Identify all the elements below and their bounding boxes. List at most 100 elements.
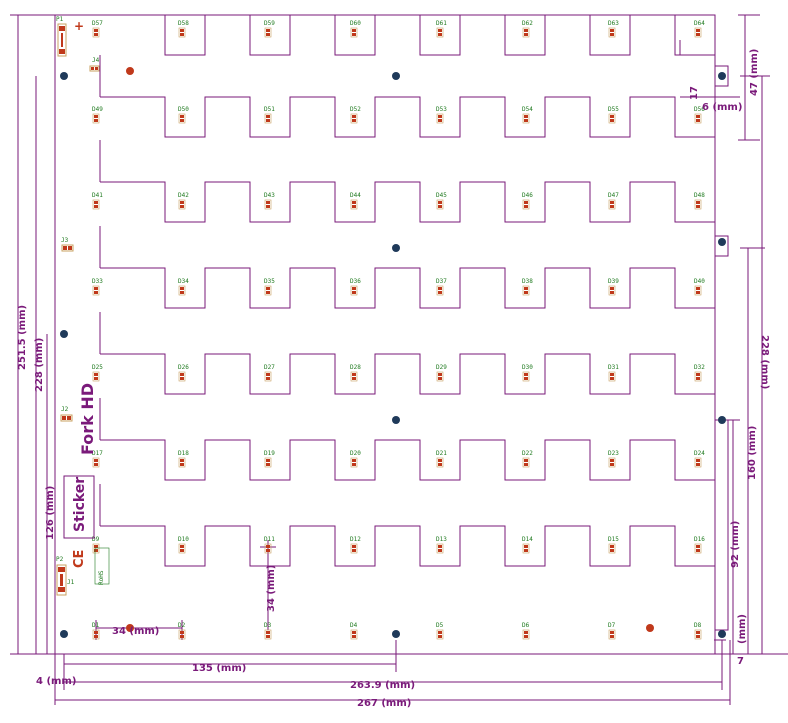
led-label: D18 bbox=[178, 450, 189, 457]
led-d24: D24 bbox=[694, 450, 705, 468]
connector-j2: J2 bbox=[60, 406, 73, 422]
led-pad bbox=[352, 201, 356, 204]
j2-label: J2 bbox=[61, 406, 69, 413]
led-label: D17 bbox=[92, 450, 103, 457]
led-d33: D33 bbox=[92, 278, 103, 296]
led-pad bbox=[352, 119, 356, 122]
led-pad bbox=[94, 377, 98, 380]
led-d59: D59 bbox=[264, 20, 275, 38]
led-d9: D9 bbox=[92, 536, 100, 554]
led-pad bbox=[352, 545, 356, 548]
led-d14: D14 bbox=[522, 536, 533, 554]
connector-j4: J4 bbox=[89, 57, 100, 72]
slot-row-1 bbox=[100, 14, 716, 56]
led-label: D33 bbox=[92, 278, 103, 285]
brand-text: Fork HD bbox=[78, 383, 97, 455]
led-pad bbox=[696, 115, 700, 118]
led-pad bbox=[610, 201, 614, 204]
led-pad bbox=[180, 549, 184, 552]
led-outline bbox=[522, 371, 530, 382]
led-pad bbox=[94, 33, 98, 36]
led-d51: D51 bbox=[264, 106, 275, 124]
led-d31: D31 bbox=[608, 364, 619, 382]
led-outline bbox=[436, 457, 444, 468]
led-pad bbox=[266, 631, 270, 634]
led-label: D25 bbox=[92, 364, 103, 371]
led-outline bbox=[350, 629, 358, 640]
led-d62: D62 bbox=[522, 20, 533, 38]
led-d48: D48 bbox=[694, 192, 705, 210]
led-pad bbox=[524, 545, 528, 548]
led-pad bbox=[438, 549, 442, 552]
led-label: D49 bbox=[92, 106, 103, 113]
led-pad bbox=[610, 373, 614, 376]
slot-row-3 bbox=[100, 181, 716, 223]
led-d21: D21 bbox=[436, 450, 447, 468]
led-d42: D42 bbox=[178, 192, 189, 210]
led-pad bbox=[352, 33, 356, 36]
led-pad bbox=[696, 119, 700, 122]
j1-label: J1 bbox=[67, 579, 75, 586]
led-pad bbox=[266, 29, 270, 32]
led-d64: D64 bbox=[694, 20, 705, 38]
led-d1: D1 bbox=[92, 622, 100, 640]
led-pad bbox=[180, 291, 184, 294]
led-pad bbox=[94, 119, 98, 122]
mounting-hole bbox=[718, 238, 726, 246]
led-label: D12 bbox=[350, 536, 361, 543]
led-label: D50 bbox=[178, 106, 189, 113]
led-pad bbox=[94, 635, 98, 638]
led-d8: D8 bbox=[694, 622, 702, 640]
led-label: D3 bbox=[264, 622, 272, 629]
led-pad bbox=[696, 29, 700, 32]
dim-17: 17 bbox=[689, 86, 700, 100]
led-outline bbox=[264, 457, 272, 468]
led-pad bbox=[352, 459, 356, 462]
led-pad bbox=[524, 29, 528, 32]
led-outline bbox=[522, 543, 530, 554]
led-d12: D12 bbox=[350, 536, 361, 554]
led-d47: D47 bbox=[608, 192, 619, 210]
led-outline bbox=[264, 543, 272, 554]
led-d53: D53 bbox=[436, 106, 447, 124]
led-pad bbox=[94, 205, 98, 208]
led-outline bbox=[264, 199, 272, 210]
led-d5: D5 bbox=[436, 622, 444, 640]
led-label: D41 bbox=[92, 192, 103, 199]
led-outline bbox=[178, 27, 186, 38]
led-pad bbox=[266, 373, 270, 376]
led-pad bbox=[610, 549, 614, 552]
led-pad bbox=[352, 115, 356, 118]
fiducial-bottom-right bbox=[646, 624, 654, 632]
led-pad bbox=[696, 205, 700, 208]
led-outline bbox=[608, 543, 616, 554]
led-pad bbox=[438, 201, 442, 204]
led-pad bbox=[438, 377, 442, 380]
led-label: D32 bbox=[694, 364, 705, 371]
led-pad bbox=[94, 29, 98, 32]
led-pad bbox=[610, 377, 614, 380]
led-label: D52 bbox=[350, 106, 361, 113]
led-outline bbox=[178, 285, 186, 296]
dim-6: 6 (mm) bbox=[702, 102, 742, 113]
led-pad bbox=[524, 287, 528, 290]
led-pad bbox=[180, 201, 184, 204]
led-pad bbox=[610, 635, 614, 638]
led-pad bbox=[696, 33, 700, 36]
led-label: D36 bbox=[350, 278, 361, 285]
led-d3: D3 bbox=[264, 622, 272, 640]
led-d58: D58 bbox=[178, 20, 189, 38]
led-d45: D45 bbox=[436, 192, 447, 210]
dim-34-vertical: 34 (mm) bbox=[266, 565, 277, 612]
led-pad bbox=[94, 115, 98, 118]
led-d17: D17 bbox=[92, 450, 103, 468]
led-pad bbox=[696, 635, 700, 638]
led-outline bbox=[694, 199, 702, 210]
j4-label: J4 bbox=[92, 57, 100, 64]
led-outline bbox=[350, 371, 358, 382]
led-pad bbox=[180, 459, 184, 462]
dim-7: 7 bbox=[737, 656, 744, 667]
led-outline bbox=[264, 113, 272, 124]
led-pad bbox=[266, 463, 270, 466]
led-d7: D7 bbox=[608, 622, 616, 640]
